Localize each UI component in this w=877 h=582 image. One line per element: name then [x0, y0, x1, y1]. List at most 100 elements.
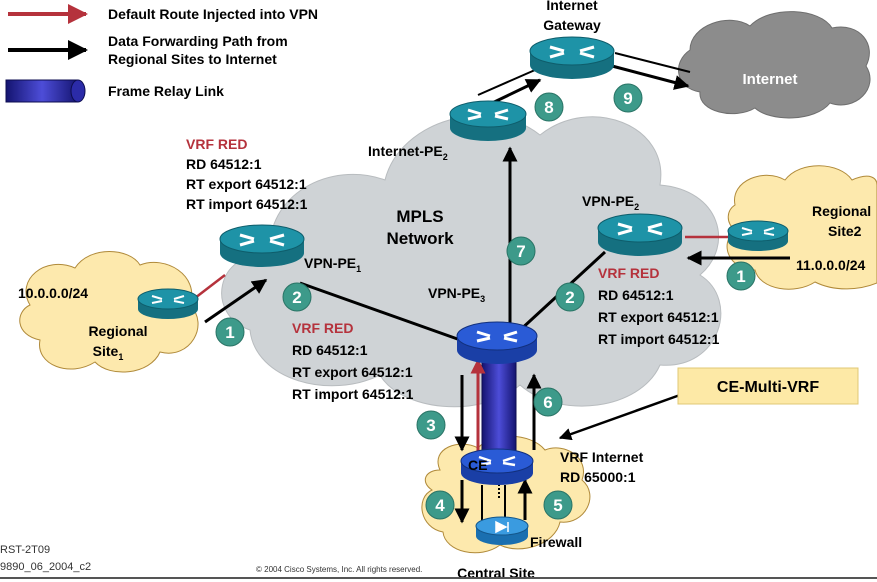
vrf-rd: RD 64512:1 — [186, 156, 262, 172]
step-badge-2: 2 — [555, 282, 585, 312]
mpls-cloud — [221, 115, 722, 408]
legend-frame-relay: Frame Relay Link — [108, 83, 224, 99]
ce-label: CE — [468, 457, 487, 473]
step-badge-7: 7 — [506, 236, 536, 266]
badge-number: 1 — [736, 267, 745, 286]
legend-forwarding-path-1: Data Forwarding Path from — [108, 33, 288, 49]
vpn-pe3-label: VPN-PE3 — [428, 285, 485, 304]
mpls-label-1: MPLS — [396, 207, 443, 226]
badge-circle — [555, 282, 585, 312]
badge-number: 2 — [292, 288, 301, 307]
router-site1-icon — [137, 288, 199, 319]
legend-forwarding-path-2: Regional Sites to Internet — [108, 51, 277, 67]
badge-circle — [416, 410, 446, 440]
vpn-pe2-label: VPN-PE2 — [582, 193, 639, 212]
firewall-icon — [475, 516, 529, 545]
step-badge-8: 8 — [534, 92, 564, 122]
legend-default-route: Default Route Injected into VPN — [108, 6, 318, 22]
badge-number: 5 — [553, 496, 562, 515]
vrf-internet-label-2: RD 65000:1 — [560, 469, 636, 485]
internet-label: Internet — [742, 71, 797, 88]
badge-circle — [506, 236, 536, 266]
vrf-internet-label-1: VRF Internet — [560, 449, 644, 465]
badge-number: 1 — [225, 323, 234, 342]
router-vpn-pe1-icon — [219, 224, 305, 267]
arrow-site1-to-pe1 — [204, 278, 268, 324]
badge-number: 4 — [435, 496, 445, 515]
internet-gateway-label-2: Gateway — [543, 17, 601, 33]
site2-name-1: Regional — [812, 203, 871, 219]
arrow-gateway-to-internet — [611, 64, 690, 90]
badge-number: 8 — [544, 98, 553, 117]
link-gw-internet — [614, 52, 691, 73]
step-badge-1: 1 — [726, 261, 756, 291]
vrf-block-pe1: VRF RED RD 64512:1 RT export 64512:1 RT … — [186, 136, 308, 212]
site1-network: 10.0.0.0/24 — [18, 285, 88, 301]
router-ce-icon — [460, 448, 534, 485]
link-site1-pe1 — [194, 274, 226, 299]
badge-number: 9 — [623, 89, 632, 108]
firewall-label: Firewall — [530, 534, 582, 550]
vrf-rd: RD 64512:1 — [292, 342, 368, 358]
site1-name-2: Site1 — [93, 343, 124, 362]
vrf-rt-export: RT export 64512:1 — [186, 176, 307, 192]
router-site2-icon — [727, 220, 789, 251]
badge-number: 2 — [565, 288, 574, 307]
footer-code-2: 9890_06_2004_c2 — [0, 561, 91, 573]
badge-circle — [425, 490, 455, 520]
step-badge-9: 9 — [613, 83, 643, 113]
step-badge-3: 3 — [416, 410, 446, 440]
router-internet-gateway-icon — [529, 36, 615, 79]
vrf-rt-export: RT export 64512:1 — [598, 309, 719, 325]
legend: Default Route Injected into VPN Data For… — [5, 4, 318, 103]
vrf-rt-import: RT import 64512:1 — [598, 331, 720, 347]
vpn-pe1-label: VPN-PE1 — [304, 255, 361, 274]
vrf-rd: RD 64512:1 — [598, 287, 674, 303]
step-badge-6: 6 — [533, 387, 563, 417]
badge-circle — [533, 387, 563, 417]
frame-relay-tube — [481, 351, 517, 463]
internet-gateway-label-1: Internet — [546, 0, 598, 13]
router-vpn-pe3-icon — [456, 321, 538, 364]
site1-name-1: Regional — [88, 323, 147, 339]
vrf-rt-export: RT export 64512:1 — [292, 364, 413, 380]
badge-circle — [534, 92, 564, 122]
site2-network: 11.0.0.0/24 — [796, 257, 866, 273]
badge-circle — [215, 317, 245, 347]
badge-circle — [543, 490, 573, 520]
router-internet-pe-icon — [449, 100, 527, 141]
badge-number: 6 — [543, 393, 552, 412]
site2-name-2: Site2 — [828, 223, 862, 239]
step-badge-4: 4 — [425, 490, 455, 520]
vrf-block-pe2: VRF RED RD 64512:1 RT export 64512:1 RT … — [598, 265, 720, 347]
vrf-title: VRF RED — [292, 320, 353, 336]
copyright: © 2004 Cisco Systems, Inc. All rights re… — [256, 565, 422, 574]
ce-multi-vrf-label: CE-Multi-VRF — [717, 379, 819, 396]
router-vpn-pe2-icon — [597, 213, 683, 256]
legend-tube-icon — [5, 79, 86, 103]
step-badges: 1 2 1 2 3 4 5 6 7 8 9 — [215, 83, 756, 520]
step-badge-5: 5 — [543, 490, 573, 520]
arrow-pe1-to-pe3 — [299, 281, 482, 350]
vrf-title: VRF RED — [598, 265, 659, 281]
footer-code-1: RST-2T09 — [0, 544, 50, 556]
badge-circle — [282, 282, 312, 312]
badge-number: 7 — [516, 242, 525, 261]
internet-pe-label: Internet-PE2 — [368, 143, 448, 162]
step-badge-2: 2 — [282, 282, 312, 312]
vrf-rt-import: RT import 64512:1 — [292, 386, 414, 402]
arrow-callout-to-ce — [558, 393, 681, 441]
mpls-label-2: Network — [386, 229, 454, 248]
vrf-title: VRF RED — [186, 136, 247, 152]
link-ipe-gw — [477, 69, 536, 96]
ce-multi-vrf-callout: CE-Multi-VRF — [677, 367, 859, 405]
vrf-block-pe3: VRF RED RD 64512:1 RT export 64512:1 RT … — [292, 320, 414, 402]
step-badge-1: 1 — [215, 317, 245, 347]
badge-number: 3 — [426, 416, 435, 435]
site1-cloud — [19, 251, 199, 373]
badge-circle — [726, 261, 756, 291]
internet-cloud — [678, 11, 871, 119]
badge-circle — [613, 83, 643, 113]
vrf-rt-import: RT import 64512:1 — [186, 196, 308, 212]
